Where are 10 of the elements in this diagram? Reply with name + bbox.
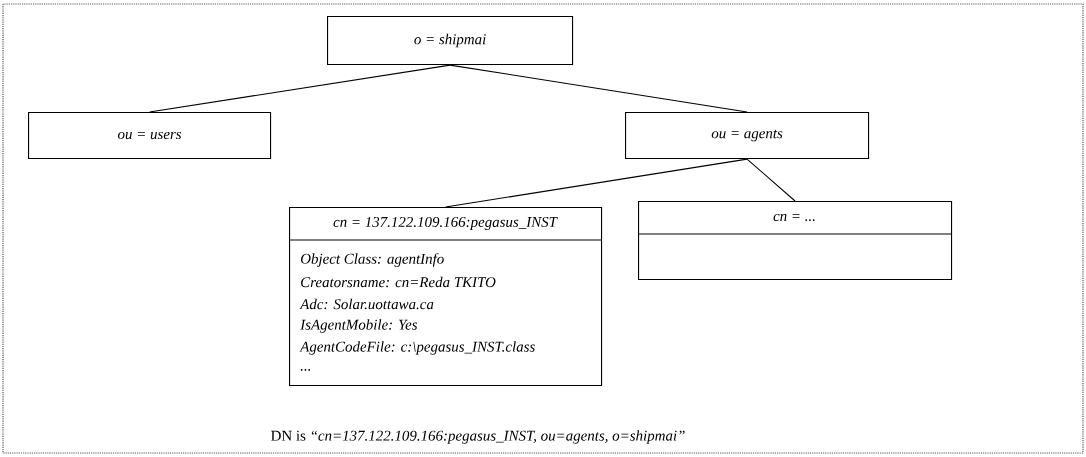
entry-box: cn = ... bbox=[637, 201, 953, 281]
connector-line bbox=[746, 158, 796, 202]
entry-box: o = shipmai bbox=[327, 16, 574, 66]
connector-line bbox=[445, 158, 748, 208]
entry-box: cn = 137.122.109.166:pegasus_INST Object Class: agentInfo Creatorsname: cn=Reda TKITO Adc: Solar.uottawa.ca IsAgentMobile: Yes AgentCodeFile: c:\pegasus_INST.class ... bbox=[288, 207, 603, 387]
caption: DN is “cn=137.122.109.166:pegasus_INST, ou=agents, o=shipmai” bbox=[271, 430, 685, 444]
connector-line bbox=[149, 64, 451, 113]
connector-line bbox=[449, 64, 748, 113]
entry-box: ou = users bbox=[28, 112, 272, 160]
entry-box: ou = agents bbox=[625, 112, 870, 160]
